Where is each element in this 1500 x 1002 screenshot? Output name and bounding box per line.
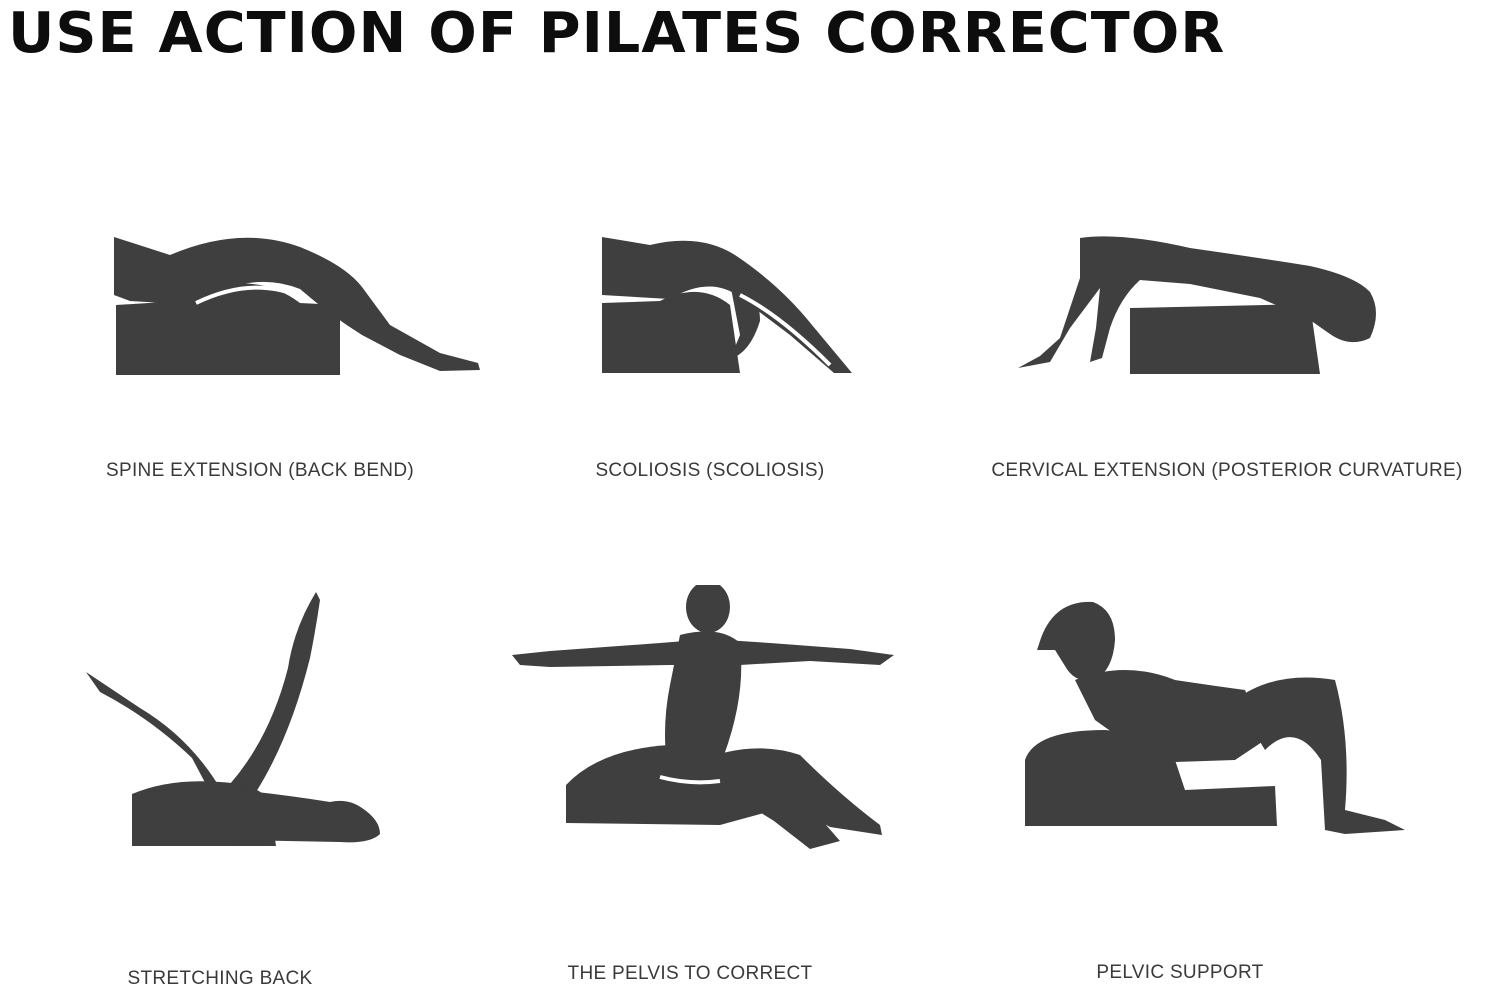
cervical-extension-illustration	[1010, 228, 1390, 388]
caption-pelvis-correct: THE PELVIS TO CORRECT	[567, 963, 813, 984]
caption-spine-extension: SPINE EXTENSION (BACK BEND)	[106, 460, 414, 481]
pelvis-correct-illustration	[510, 585, 900, 855]
spine-extension-illustration	[100, 225, 500, 385]
page-title: USE ACTION OF PILATES CORRECTOR	[8, 1, 1226, 66]
scoliosis-illustration	[590, 225, 870, 385]
caption-pelvic-support: PELVIC SUPPORT	[1096, 962, 1264, 983]
caption-cervical-extension: CERVICAL EXTENSION (POSTERIOR CURVATURE)	[991, 460, 1463, 481]
stretching-back-illustration	[80, 588, 400, 858]
caption-stretching-back: STRETCHING BACK	[127, 968, 313, 989]
pelvic-support-illustration	[1015, 590, 1415, 850]
caption-scoliosis: SCOLIOSIS (SCOLIOSIS)	[595, 460, 825, 481]
